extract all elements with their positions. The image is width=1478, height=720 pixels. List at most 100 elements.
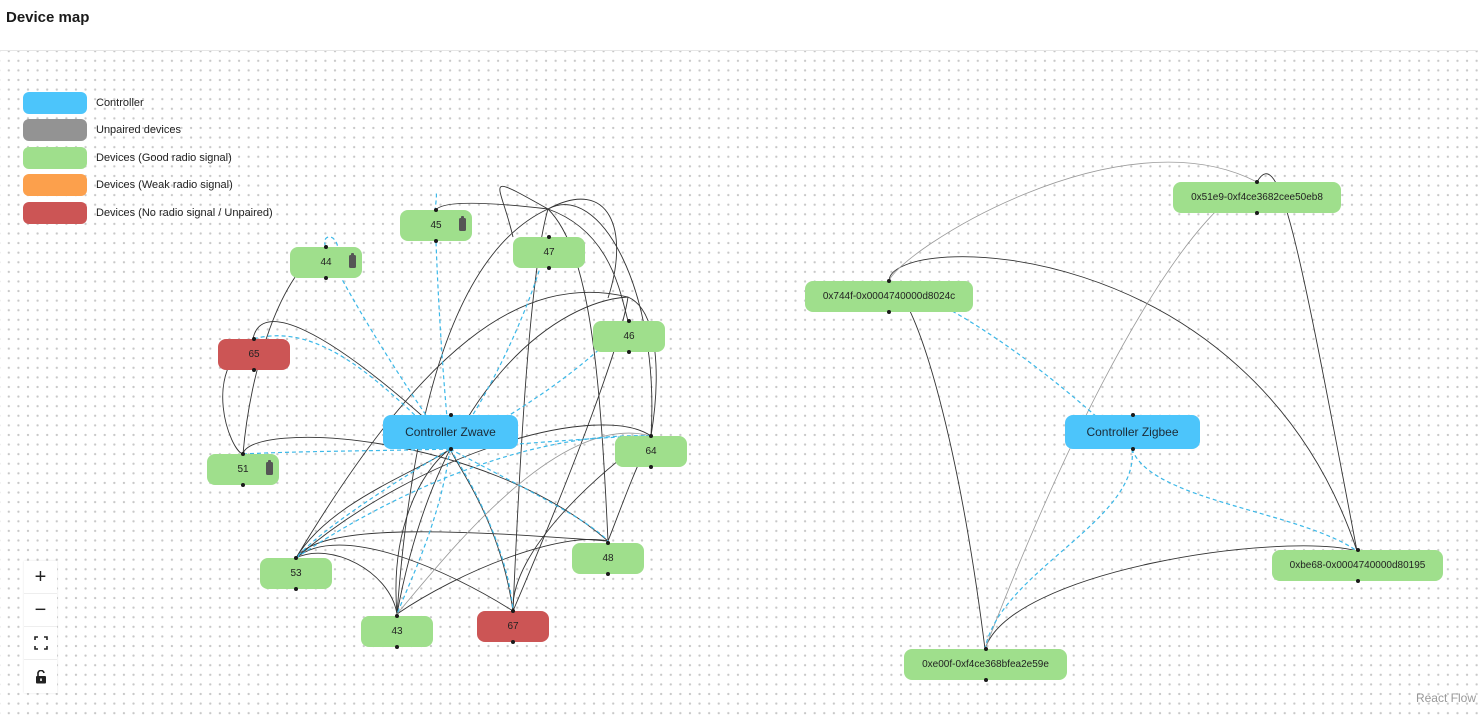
edge [242,448,451,455]
react-flow-attribution[interactable]: React Flow [1415,691,1476,705]
edge [252,321,451,442]
handle-top[interactable] [294,556,298,560]
legend-item-no-signal: Devices (No radio signal / Unpaired) [23,199,273,227]
device-node-label: 46 [623,331,635,342]
device-node-44[interactable]: 44 [290,245,362,280]
handle-bottom[interactable] [1255,211,1259,215]
handle-top[interactable] [511,609,515,613]
handle-bottom[interactable] [294,587,298,591]
edge [547,204,653,437]
handle-top[interactable] [606,541,610,545]
battery-icon [349,252,356,268]
handle-top[interactable] [627,319,631,323]
handle-bottom[interactable] [1130,447,1135,451]
legend-swatch [23,91,87,114]
edge [295,552,398,615]
device-node-0x51e9[interactable]: 0x51e9-0xf4ce3682cee50eb8 [1173,180,1341,215]
handle-bottom[interactable] [627,350,631,354]
edge [396,448,451,615]
handle-bottom[interactable] [252,368,256,372]
legend-item-good-signal: Devices (Good radio signal) [23,144,273,172]
device-node-label: 43 [391,626,403,637]
edge [888,256,1358,552]
device-node-64[interactable]: 64 [615,434,687,469]
legend-swatch [23,146,87,169]
device-node-label: 48 [602,553,614,564]
handle-bottom[interactable] [649,465,653,469]
fit-view-button[interactable] [24,627,57,660]
handle-top[interactable] [252,337,256,341]
lock-toggle-button[interactable] [24,660,57,693]
handle-bottom[interactable] [511,640,515,644]
handle-top[interactable] [448,413,453,417]
header: Device map [0,0,1478,51]
fit-view-icon [33,636,48,650]
device-node-53[interactable]: 53 [260,556,332,591]
device-node-label: Controller Zwave [405,425,496,439]
handle-bottom[interactable] [395,645,399,649]
device-node-67[interactable]: 67 [477,609,549,644]
zoom-out-button[interactable]: − [24,594,57,627]
handle-bottom[interactable] [1355,579,1360,583]
edge [295,544,514,612]
device-node-label: 45 [430,220,442,231]
edge [295,448,451,559]
handle-bottom[interactable] [324,276,328,280]
handle-top[interactable] [649,434,653,438]
device-node-label: 47 [543,247,555,258]
handle-bottom[interactable] [448,447,453,451]
device-node-51[interactable]: 51 [207,452,279,487]
device-node-0x744f[interactable]: 0x744f-0x0004740000d8024c [805,279,973,314]
legend-label: Unpaired devices [96,124,181,137]
edge [396,208,549,615]
controller-zigbee-node[interactable]: Controller Zigbee [1065,413,1200,451]
plus-icon: + [34,565,47,588]
nodes-layer: 45 44 47 46 65 Controller Zwave 64 51 [0,51,1478,720]
device-node-43[interactable]: 43 [361,614,433,649]
handle-top[interactable] [1130,413,1135,417]
handle-bottom[interactable] [241,483,245,487]
handle-top[interactable] [547,235,551,239]
legend-swatch [23,119,87,142]
controller-zwave-node[interactable]: Controller Zwave [383,413,518,451]
edge [295,531,609,559]
handle-top[interactable] [887,279,891,283]
device-node-label: 0xe00f-0xf4ce368bfea2e59e [922,659,1049,670]
device-node-48[interactable]: 48 [572,541,644,576]
device-node-0xbe68[interactable]: 0xbe68-0x0004740000d80195 [1272,548,1443,583]
edge [434,202,549,212]
legend-label: Devices (No radio signal / Unpaired) [96,206,273,219]
edge [984,545,1358,650]
handle-bottom[interactable] [606,572,610,576]
device-node-45[interactable]: 45 [400,208,472,243]
device-node-label: 64 [645,446,657,457]
handle-bottom[interactable] [434,239,438,243]
device-node-label: 0xbe68-0x0004740000d80195 [1289,560,1426,571]
zoom-in-button[interactable]: + [24,561,57,594]
legend-swatch [23,174,87,197]
unlock-icon [35,669,46,683]
handle-bottom[interactable] [983,678,988,682]
handle-top[interactable] [1255,180,1259,184]
device-node-0xe00f[interactable]: 0xe00f-0xf4ce368bfea2e59e [904,647,1067,682]
edge [396,432,652,615]
handle-top[interactable] [434,208,438,212]
device-map-canvas[interactable] [0,51,1478,720]
device-node-label: 51 [237,464,249,475]
handle-top[interactable] [983,647,988,651]
device-node-47[interactable]: 47 [513,235,585,270]
edge [395,448,451,615]
legend-label: Devices (Weak radio signal) [96,179,233,192]
handle-top[interactable] [241,452,245,456]
device-node-46[interactable]: 46 [593,319,665,354]
handle-bottom[interactable] [547,266,551,270]
device-node-65[interactable]: 65 [218,337,290,372]
legend: Controller Unpaired devices Devices (Goo… [23,89,273,227]
handle-top[interactable] [324,245,328,249]
edge [396,296,629,615]
device-node-label: 53 [290,568,302,579]
handle-bottom[interactable] [887,310,891,314]
device-node-label: 65 [248,349,260,360]
handle-top[interactable] [1355,548,1360,552]
handle-top[interactable] [395,614,399,618]
